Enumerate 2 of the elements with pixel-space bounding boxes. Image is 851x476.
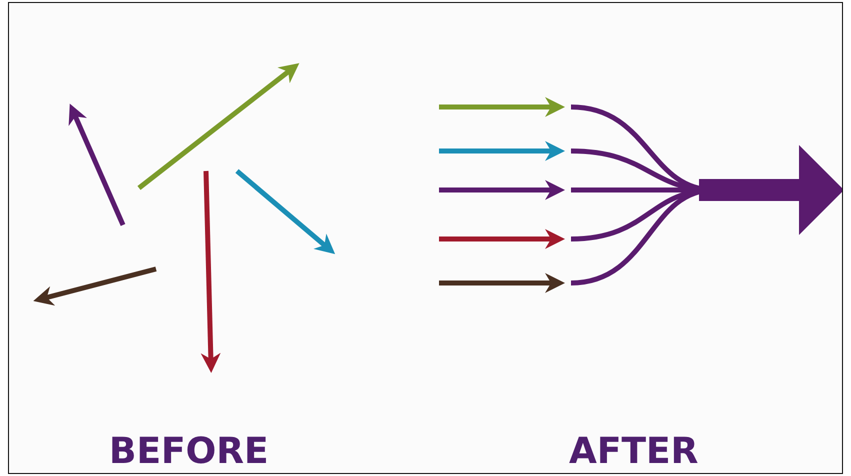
caption-text: BEFORE <box>109 431 269 472</box>
caption-text: AFTER <box>569 431 698 472</box>
